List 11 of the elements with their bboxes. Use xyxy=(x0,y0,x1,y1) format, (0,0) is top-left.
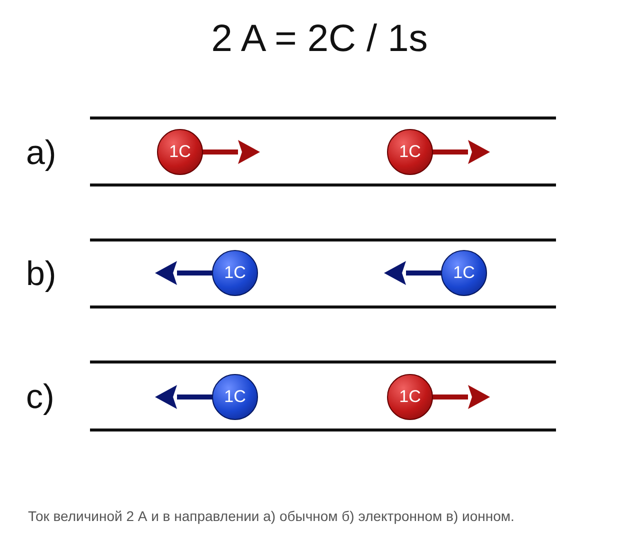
positive-charge: 1C xyxy=(387,129,433,175)
negative-charge: 1C xyxy=(441,250,487,296)
positive-charge: 1C xyxy=(387,374,433,420)
caption: Ток величиной 2 А и в направлении а) обычном б) электронном в) ионном. xyxy=(28,508,514,524)
negative-charge: 1C xyxy=(212,250,258,296)
row-label: c) xyxy=(26,378,54,417)
title: 2 A = 2C / 1s xyxy=(210,18,429,61)
positive-charge: 1C xyxy=(157,129,203,175)
negative-charge: 1C xyxy=(212,374,258,420)
row-label: a) xyxy=(26,134,56,173)
row-label: b) xyxy=(26,255,56,294)
